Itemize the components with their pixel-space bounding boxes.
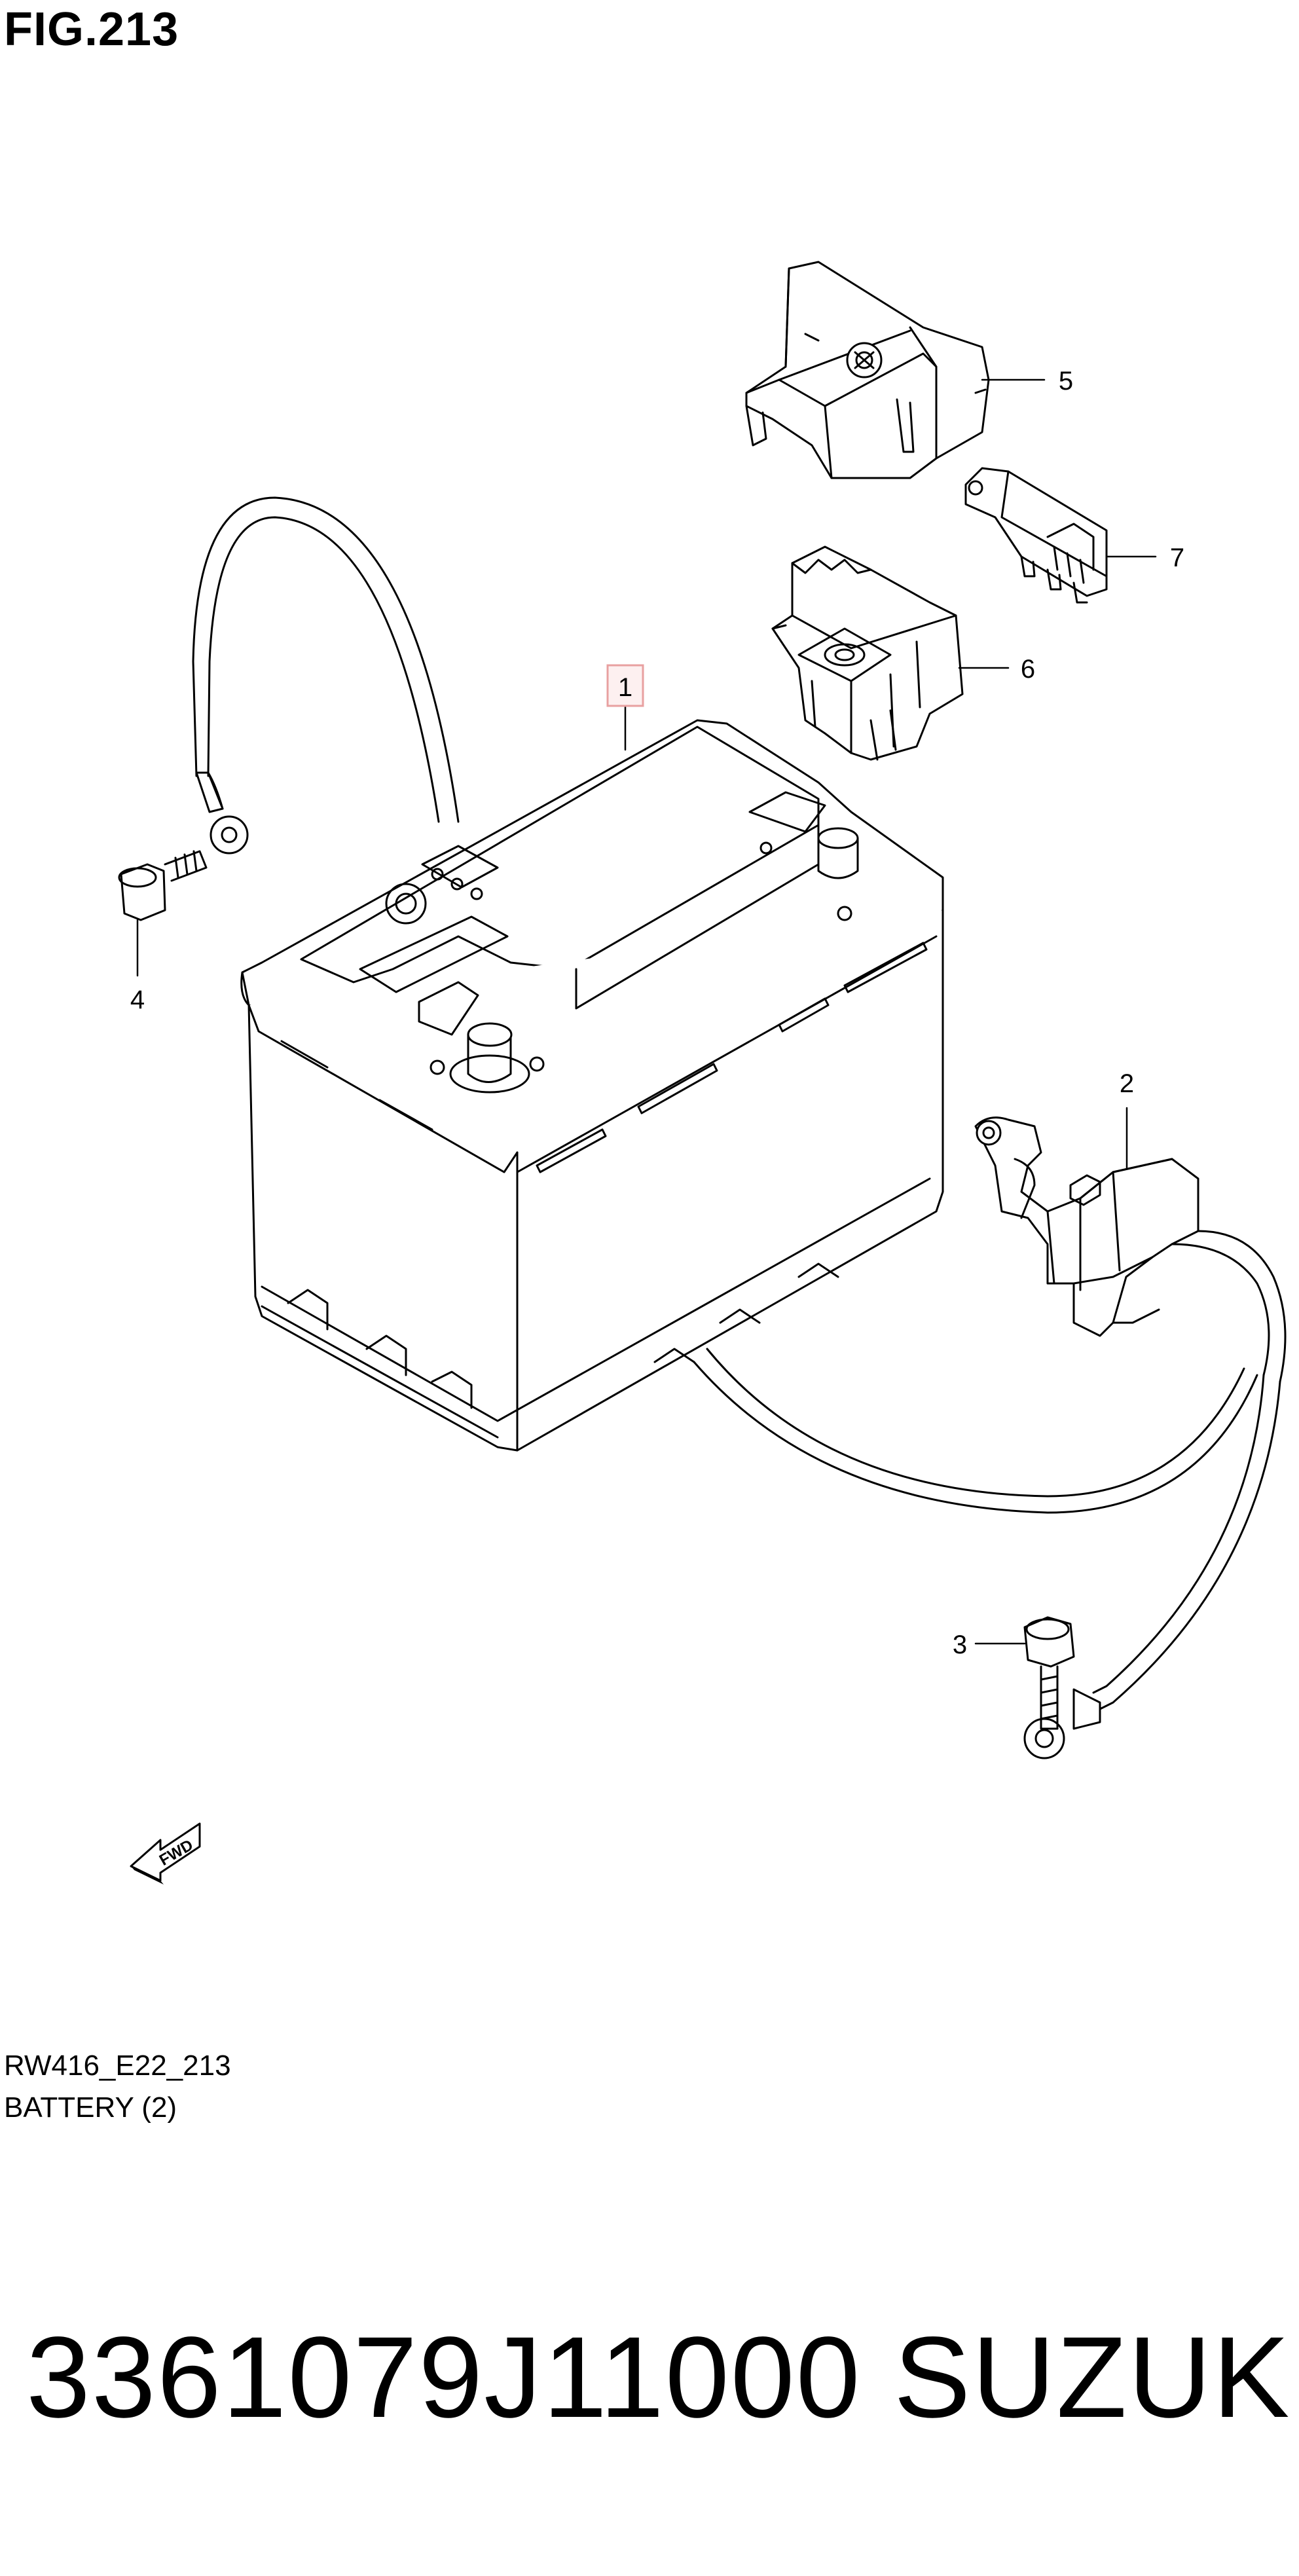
bolt-3-drawing xyxy=(1023,1616,1075,1730)
figure-title: FIG.213 xyxy=(4,3,179,56)
callout-4[interactable]: 4 xyxy=(130,985,145,1014)
fuse-box-drawing xyxy=(771,545,964,761)
callout-6[interactable]: 6 xyxy=(1021,655,1035,684)
fwd-arrow-icon: FWD xyxy=(130,1822,201,1885)
callout-3[interactable]: 3 xyxy=(953,1630,967,1659)
callout-leaders xyxy=(136,378,1157,1645)
ground-cable-upper xyxy=(192,496,460,855)
callout-2[interactable]: 2 xyxy=(1120,1069,1134,1098)
positive-cable-drawing xyxy=(693,1116,1287,1759)
callout-1-highlight xyxy=(606,664,644,707)
callout-5[interactable]: 5 xyxy=(1059,367,1073,396)
callout-7[interactable]: 7 xyxy=(1170,543,1184,572)
callout-1[interactable]: 1 xyxy=(618,673,632,702)
battery-drawing xyxy=(240,719,944,1452)
diagram-code: RW416_E22_213 xyxy=(4,2050,231,2082)
terminal-cover-drawing xyxy=(745,261,990,479)
brand-name: SUZUKI xyxy=(894,2313,1299,2442)
part-number: 3361079J11000 xyxy=(26,2313,862,2442)
bracket-drawing xyxy=(964,467,1108,604)
diagram-name: BATTERY (2) xyxy=(4,2091,177,2124)
bolt-4-drawing xyxy=(118,850,208,921)
